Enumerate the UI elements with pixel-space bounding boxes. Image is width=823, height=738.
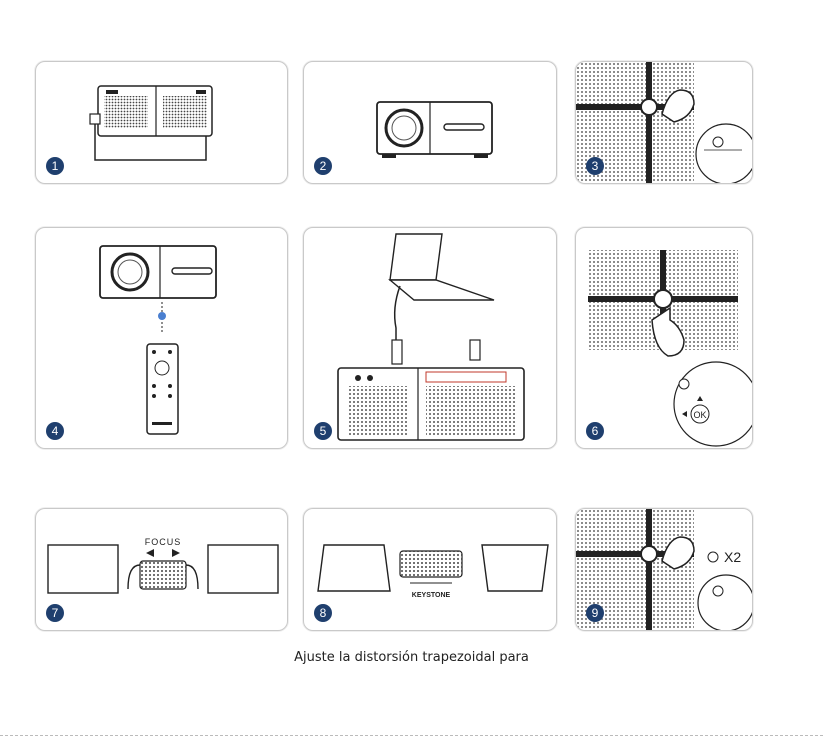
step-4-panel: 4: [35, 227, 288, 449]
step-1-panel: 1: [35, 61, 288, 184]
step-8-panel: KEYSTONE 8: [303, 508, 557, 631]
step-badge: 5: [314, 422, 332, 440]
focus-label: FOCUS: [145, 537, 182, 547]
keystone-label: KEYSTONE: [412, 592, 451, 599]
step-badge: 7: [46, 604, 64, 622]
step-9-panel: X2 9: [575, 508, 753, 631]
remote-bluetooth-illustration: [36, 228, 287, 448]
step-badge: 9: [586, 604, 604, 622]
step-2-panel: 2: [303, 61, 557, 184]
step-6-panel: OK 6: [575, 227, 753, 449]
times-two-label: X2: [724, 549, 741, 565]
projector-power-illustration: [36, 62, 287, 183]
caption-text: Ajuste la distorsión trapezoidal para: [0, 650, 823, 665]
projector-front-illustration: [304, 62, 556, 183]
step-badge: 6: [586, 422, 604, 440]
step-badge: 8: [314, 604, 332, 622]
step-badge: 1: [46, 157, 64, 175]
ok-button-press-illustration: OK: [576, 228, 752, 448]
keystone-adjust-illustration: KEYSTONE: [304, 509, 556, 630]
step-badge: 3: [586, 157, 604, 175]
step-badge: 2: [314, 157, 332, 175]
focus-adjust-illustration: FOCUS: [36, 509, 287, 630]
step-3-panel: 3: [575, 61, 753, 184]
ok-label: OK: [693, 410, 706, 420]
step-5-panel: 5: [303, 227, 557, 449]
step-7-panel: FOCUS 7: [35, 508, 288, 631]
laptop-hdmi-usb-illustration: [304, 228, 556, 448]
bottom-divider: [0, 735, 823, 736]
step-badge: 4: [46, 422, 64, 440]
